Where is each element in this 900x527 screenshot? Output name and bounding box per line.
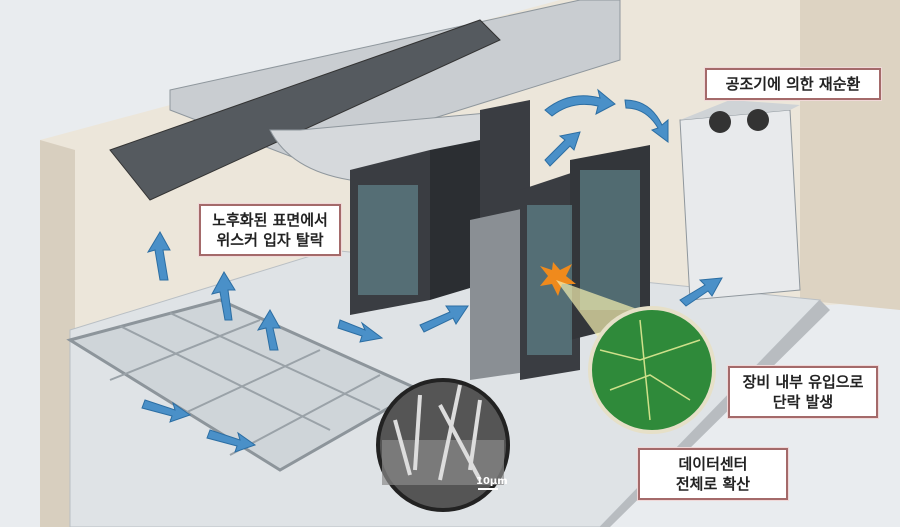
left-wall (40, 140, 75, 527)
label-text: 위스커 입자 탈락 (216, 231, 324, 249)
label-text: 데이터센터 (678, 455, 748, 473)
circuit-board-zoom (588, 306, 716, 434)
label-text: 공조기에 의한 재순환 (725, 75, 861, 93)
label-recirculation: 공조기에 의한 재순환 (705, 68, 881, 100)
floor-grid (109, 312, 381, 456)
label-text: 전체로 확산 (675, 475, 751, 493)
server-racks (350, 100, 650, 380)
label-whisker-detach: 노후화된 표면에서 위스커 입자 탈락 (199, 204, 341, 256)
label-text: 단락 발생 (772, 393, 834, 411)
label-text: 노후화된 표면에서 (212, 211, 328, 229)
cable-tray (109, 19, 501, 201)
label-short-circuit: 장비 내부 유입으로 단락 발생 (728, 366, 878, 418)
label-spread: 데이터센터 전체로 확산 (638, 448, 788, 500)
fan-icon (747, 109, 769, 131)
scale-bar-label: 10μm (476, 476, 508, 487)
whisker-strands (393, 384, 482, 481)
right-wall (800, 0, 900, 310)
circuit-traces (599, 319, 701, 421)
airflow-arrows (141, 88, 723, 453)
fan-icon (709, 111, 731, 133)
air-handling-unit (679, 100, 801, 301)
spark-icon (540, 262, 576, 296)
label-text: 장비 내부 유입으로 (742, 373, 864, 391)
